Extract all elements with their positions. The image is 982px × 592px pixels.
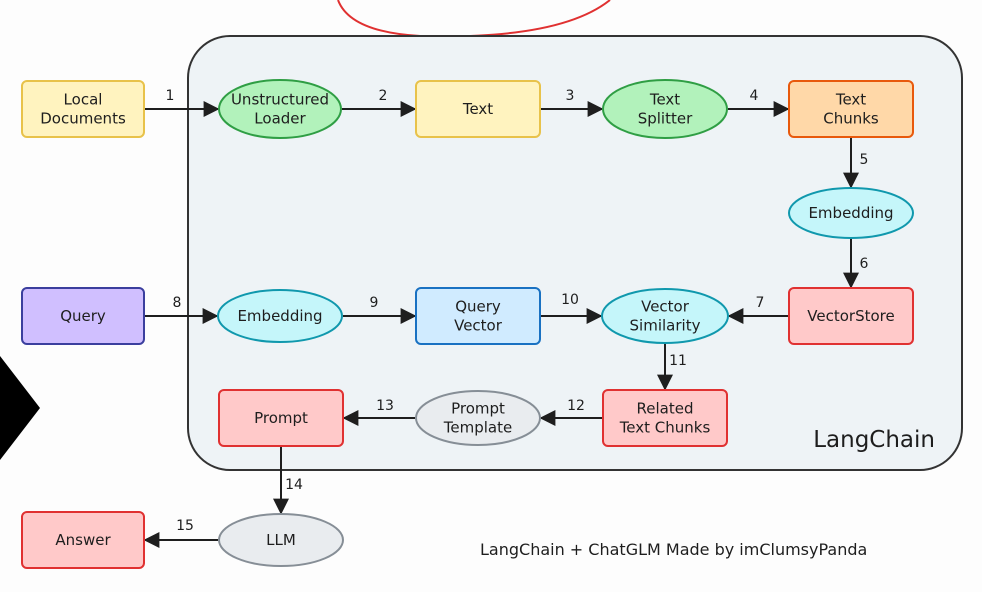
node-text-splitter-label: Text bbox=[649, 91, 680, 109]
edge-14-label: 14 bbox=[285, 477, 303, 493]
container-title: LangChain bbox=[813, 427, 935, 453]
node-embedding-query-label: Embedding bbox=[237, 307, 322, 325]
node-prompt-box bbox=[218, 389, 344, 447]
edge-1-label: 1 bbox=[166, 88, 175, 104]
node-unstructured-loader-label: Unstructured bbox=[231, 91, 329, 109]
edge-4-label: 4 bbox=[750, 88, 759, 104]
edge-13-label: 13 bbox=[376, 398, 394, 414]
node-query-vector-label: Query bbox=[455, 298, 501, 316]
node-answer: Answer bbox=[21, 511, 145, 569]
node-vector-store: VectorStore bbox=[788, 287, 914, 345]
node-text-label: Text bbox=[462, 100, 493, 118]
edge-15-label: 15 bbox=[176, 518, 194, 534]
node-embedding-doc: Embedding bbox=[788, 187, 914, 239]
node-vector-store-label: VectorStore bbox=[807, 307, 894, 325]
node-llm-ellipse bbox=[218, 513, 344, 567]
node-local-documents-label: Local bbox=[64, 91, 103, 109]
node-unstructured-loader-label: Loader bbox=[254, 110, 306, 128]
node-embedding-query-ellipse bbox=[217, 289, 343, 343]
node-text-splitter-ellipse bbox=[602, 79, 728, 139]
node-prompt-label: Prompt bbox=[254, 409, 308, 427]
edge-7-label: 7 bbox=[756, 295, 765, 311]
node-text-chunks-label: Chunks bbox=[823, 110, 879, 128]
play-icon[interactable] bbox=[0, 356, 40, 460]
node-vector-similarity-label: Similarity bbox=[630, 317, 701, 335]
node-text-chunks-box bbox=[788, 80, 914, 138]
edge-6-label: 6 bbox=[860, 256, 869, 272]
node-related-text-chunks-label: Related bbox=[637, 400, 694, 418]
node-answer-box bbox=[21, 511, 145, 569]
node-query-box bbox=[21, 287, 145, 345]
node-query-label: Query bbox=[60, 307, 106, 325]
node-query: Query bbox=[21, 287, 145, 345]
credit-text: LangChain + ChatGLM Made by imClumsyPand… bbox=[480, 540, 867, 559]
node-local-documents-box bbox=[21, 80, 145, 138]
edge-12-label: 12 bbox=[567, 398, 585, 414]
edge-8-label: 8 bbox=[173, 295, 182, 311]
node-text: Text bbox=[415, 80, 541, 138]
node-local-documents-label: Documents bbox=[40, 110, 126, 128]
node-text-chunks-label: Text bbox=[835, 91, 866, 109]
node-vector-similarity-label: Vector bbox=[641, 298, 690, 316]
node-answer-label: Answer bbox=[55, 531, 111, 549]
node-vector-similarity-ellipse bbox=[601, 288, 729, 344]
node-embedding-doc-ellipse bbox=[788, 187, 914, 239]
langchain-container bbox=[187, 35, 963, 471]
node-query-vector-label: Vector bbox=[454, 317, 503, 335]
edge-10-label: 10 bbox=[561, 292, 579, 308]
edge-5-label: 5 bbox=[860, 152, 869, 168]
node-unstructured-loader-ellipse bbox=[218, 79, 342, 139]
node-prompt-template-label: Template bbox=[443, 419, 512, 437]
edge-3-label: 3 bbox=[566, 88, 575, 104]
node-related-text-chunks-box bbox=[602, 389, 728, 447]
edge-9-label: 9 bbox=[370, 295, 379, 311]
node-text-box bbox=[415, 80, 541, 138]
node-llm: LLM bbox=[218, 513, 344, 567]
node-query-vector-box bbox=[415, 287, 541, 345]
node-embedding-doc-label: Embedding bbox=[808, 204, 893, 222]
node-prompt-template-label: Prompt bbox=[451, 400, 505, 418]
decorative-arc bbox=[337, 0, 611, 38]
node-related-text-chunks-label: Text Chunks bbox=[619, 419, 711, 437]
node-prompt: Prompt bbox=[218, 389, 344, 447]
edge-2-label: 2 bbox=[379, 88, 388, 104]
node-prompt-template-ellipse bbox=[415, 390, 541, 446]
node-embedding-query: Embedding bbox=[217, 289, 343, 343]
node-vector-store-box bbox=[788, 287, 914, 345]
node-llm-label: LLM bbox=[266, 531, 296, 549]
node-text-splitter-label: Splitter bbox=[638, 110, 693, 128]
edge-11-label: 11 bbox=[669, 353, 687, 369]
